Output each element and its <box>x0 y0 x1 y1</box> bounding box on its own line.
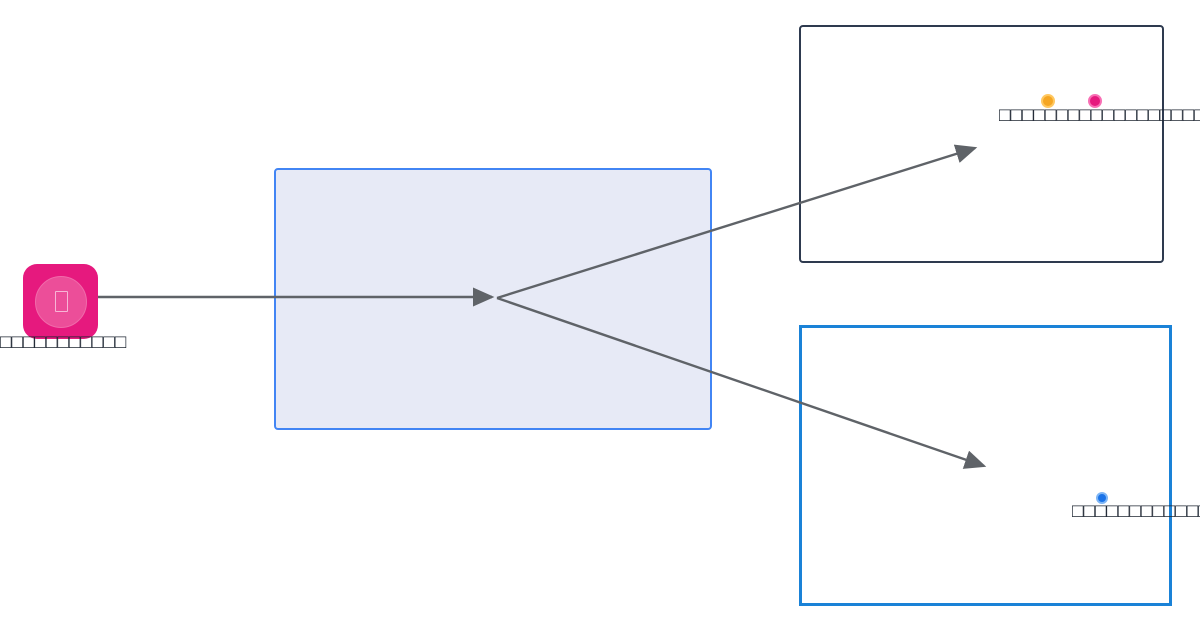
app-icon-glyph <box>54 290 68 312</box>
source-app-icon[interactable] <box>23 264 98 339</box>
circle-badge-blue-icon <box>1096 492 1108 504</box>
bottom-right-panel[interactable] <box>799 325 1172 606</box>
top-panel-label: □□□□□□□□□□□□□□□□□□□□□□□□□□□□□□ <box>999 105 1200 126</box>
app-icon-inner-circle <box>34 275 87 328</box>
source-node-label: □□□□□□□□□□□ <box>0 332 127 353</box>
bottom-panel-label: □□□□□□□□□□□□□ <box>1072 501 1200 522</box>
top-right-panel[interactable] <box>799 25 1164 263</box>
highlighted-region[interactable] <box>274 168 712 430</box>
circle-badge-orange-icon <box>1041 94 1055 108</box>
circle-badge-pink-icon <box>1088 94 1102 108</box>
